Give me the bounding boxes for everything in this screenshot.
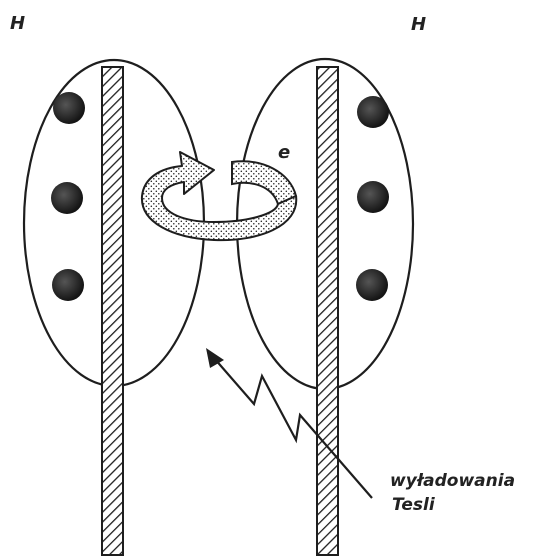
right-dots bbox=[356, 96, 389, 301]
caption-line-1: wyładowania bbox=[390, 471, 515, 491]
label-h-left: H bbox=[10, 13, 25, 34]
dot bbox=[51, 182, 83, 214]
dot bbox=[52, 269, 84, 301]
dot bbox=[357, 96, 389, 128]
right-electrode bbox=[317, 67, 338, 555]
caption-line-2: Tesli bbox=[392, 495, 436, 515]
left-dots bbox=[51, 92, 85, 301]
lightning-bolt bbox=[206, 348, 372, 498]
circulation-arrow bbox=[142, 152, 296, 240]
label-e: e bbox=[278, 142, 290, 163]
left-electrode bbox=[102, 67, 123, 555]
dot bbox=[356, 269, 388, 301]
label-h-right: H bbox=[411, 14, 426, 35]
dot bbox=[53, 92, 85, 124]
dot bbox=[357, 181, 389, 213]
